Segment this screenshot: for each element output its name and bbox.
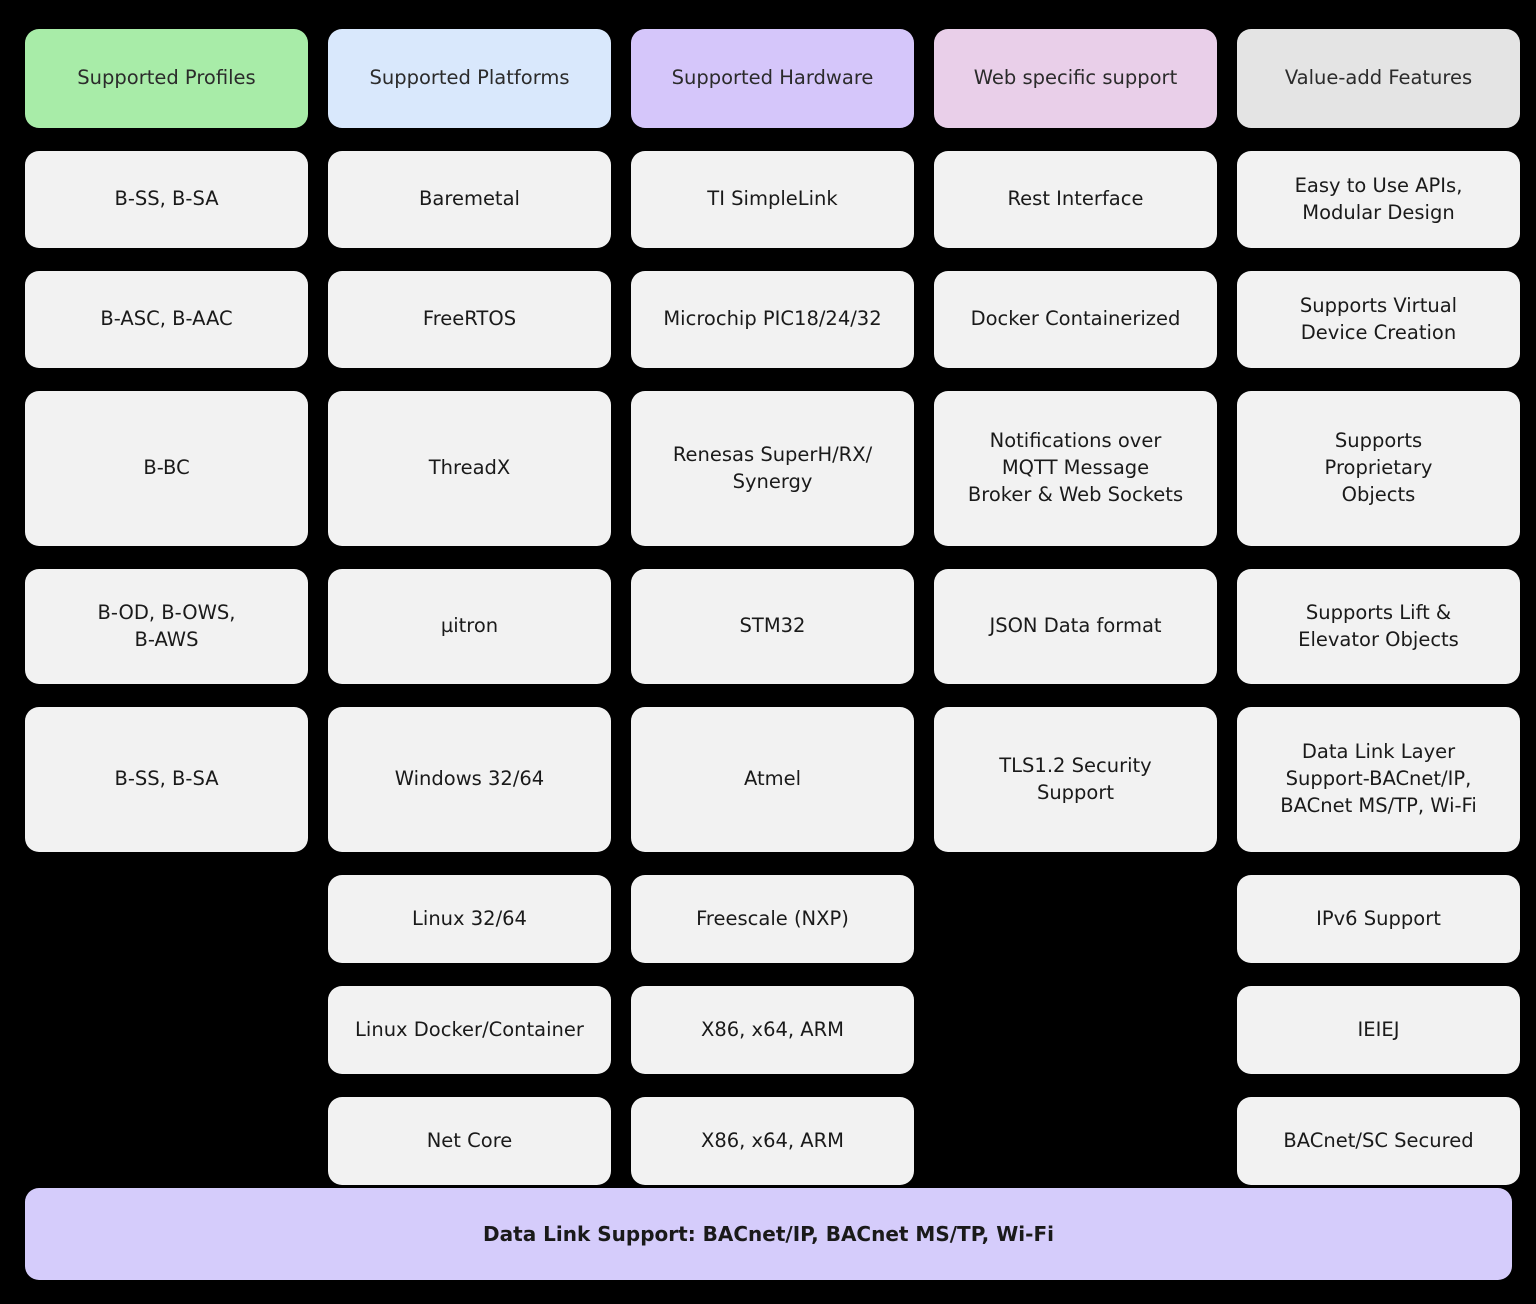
- cell-web-2[interactable]: Docker Containerized: [934, 271, 1217, 368]
- cell-hardware-3[interactable]: Renesas SuperH/RX/ Synergy: [631, 391, 914, 546]
- cell-web-3[interactable]: Notifications over MQTT Message Broker &…: [934, 391, 1217, 546]
- cell-value-2[interactable]: Supports Virtual Device Creation: [1237, 271, 1520, 368]
- cell-platforms-1[interactable]: Baremetal: [328, 151, 611, 248]
- cell-value-1[interactable]: Easy to Use APIs, Modular Design: [1237, 151, 1520, 248]
- cell-hardware-4[interactable]: STM32: [631, 569, 914, 684]
- column-value-add-features: Value-add Features Easy to Use APIs, Mod…: [1237, 29, 1520, 1185]
- column-header-supported-profiles[interactable]: Supported Profiles: [25, 29, 308, 128]
- cell-profiles-2[interactable]: B-ASC, B-AAC: [25, 271, 308, 368]
- cell-value-7[interactable]: IEIEJ: [1237, 986, 1520, 1074]
- cell-profiles-4[interactable]: B-OD, B-OWS, B-AWS: [25, 569, 308, 684]
- cell-platforms-3[interactable]: ThreadX: [328, 391, 611, 546]
- cell-value-8[interactable]: BACnet/SC Secured: [1237, 1097, 1520, 1185]
- column-supported-hardware: Supported Hardware TI SimpleLink Microch…: [631, 29, 914, 1185]
- cell-platforms-7[interactable]: Linux Docker/Container: [328, 986, 611, 1074]
- cell-platforms-6[interactable]: Linux 32/64: [328, 875, 611, 963]
- cell-platforms-5[interactable]: Windows 32/64: [328, 707, 611, 852]
- cell-value-4[interactable]: Supports Lift & Elevator Objects: [1237, 569, 1520, 684]
- cell-value-3[interactable]: Supports Proprietary Objects: [1237, 391, 1520, 546]
- cell-web-1[interactable]: Rest Interface: [934, 151, 1217, 248]
- cell-hardware-6[interactable]: Freescale (NXP): [631, 875, 914, 963]
- footer-banner-data-link-support[interactable]: Data Link Support: BACnet/IP, BACnet MS/…: [25, 1188, 1512, 1280]
- cell-value-5[interactable]: Data Link Layer Support-BACnet/IP, BACne…: [1237, 707, 1520, 852]
- cell-profiles-1[interactable]: B-SS, B-SA: [25, 151, 308, 248]
- column-header-supported-platforms[interactable]: Supported Platforms: [328, 29, 611, 128]
- column-header-value-add-features[interactable]: Value-add Features: [1237, 29, 1520, 128]
- cell-profiles-5[interactable]: B-SS, B-SA: [25, 707, 308, 852]
- column-web-specific-support: Web specific support Rest Interface Dock…: [934, 29, 1217, 852]
- column-supported-profiles: Supported Profiles B-SS, B-SA B-ASC, B-A…: [25, 29, 308, 852]
- cell-platforms-2[interactable]: FreeRTOS: [328, 271, 611, 368]
- cell-value-6[interactable]: IPv6 Support: [1237, 875, 1520, 963]
- cell-platforms-4[interactable]: µitron: [328, 569, 611, 684]
- cell-hardware-5[interactable]: Atmel: [631, 707, 914, 852]
- column-header-supported-hardware[interactable]: Supported Hardware: [631, 29, 914, 128]
- cell-hardware-7[interactable]: X86, x64, ARM: [631, 986, 914, 1074]
- cell-hardware-2[interactable]: Microchip PIC18/24/32: [631, 271, 914, 368]
- column-grid: Supported Profiles B-SS, B-SA B-ASC, B-A…: [25, 29, 1520, 1185]
- column-header-web-specific-support[interactable]: Web specific support: [934, 29, 1217, 128]
- cell-web-5[interactable]: TLS1.2 Security Support: [934, 707, 1217, 852]
- cell-hardware-1[interactable]: TI SimpleLink: [631, 151, 914, 248]
- column-supported-platforms: Supported Platforms Baremetal FreeRTOS T…: [328, 29, 611, 1185]
- cell-web-4[interactable]: JSON Data format: [934, 569, 1217, 684]
- cell-hardware-8[interactable]: X86, x64, ARM: [631, 1097, 914, 1185]
- cell-profiles-3[interactable]: B-BC: [25, 391, 308, 546]
- cell-platforms-8[interactable]: Net Core: [328, 1097, 611, 1185]
